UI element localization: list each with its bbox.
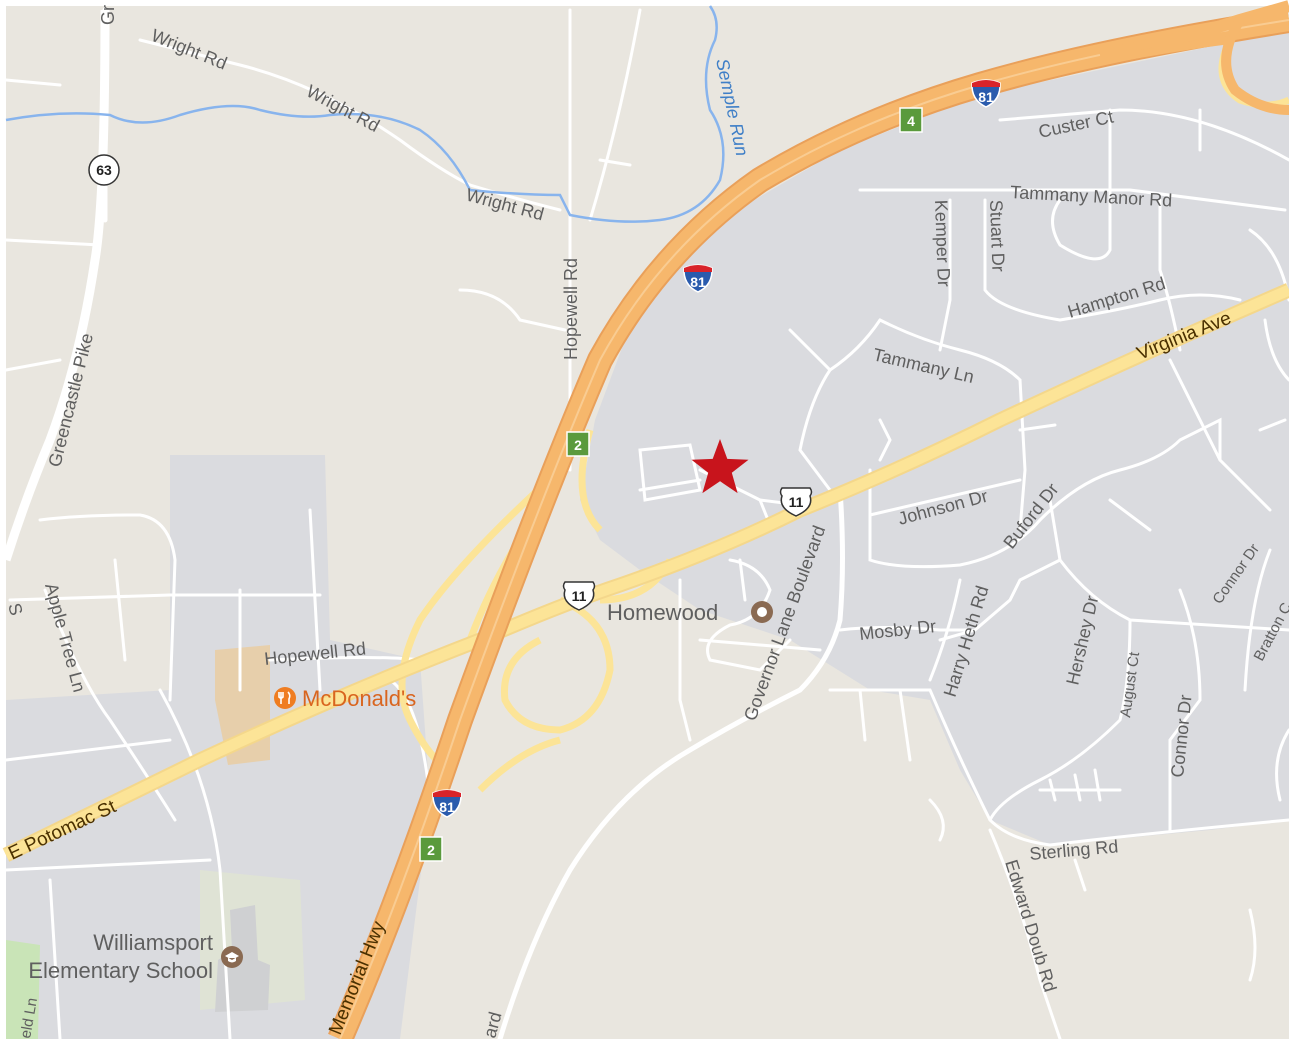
residential-area-east (580, 30, 1289, 845)
svg-text:4: 4 (907, 113, 915, 129)
poi-homewood[interactable]: Homewood (607, 600, 773, 625)
label-s: S (4, 601, 26, 618)
svg-text:81: 81 (978, 89, 994, 105)
svg-text:81: 81 (439, 799, 455, 815)
homewood-label: Homewood (607, 600, 718, 625)
star-icon (691, 439, 749, 494)
svg-text:2: 2 (427, 842, 435, 858)
virginia-ave-road-fill (3, 284, 1289, 860)
i81-shield-north: 81 (971, 79, 1001, 108)
school-label-line2: Elementary School (28, 958, 213, 983)
label-gr: Gr (98, 5, 118, 25)
mcdonalds-label: McDonald's (302, 686, 416, 711)
restaurant-icon (274, 687, 296, 709)
us11-shield-west: 11 (562, 581, 596, 611)
location-marker[interactable] (691, 439, 749, 494)
label-hopewell-rd-north: Hopewell Rd (561, 258, 581, 360)
label-stuart-dr: Stuart Dr (986, 199, 1009, 272)
us11-shield-east: 11 (779, 487, 813, 517)
place-icon (751, 601, 773, 623)
i81-highway (328, 0, 1289, 1039)
i81-shield-south: 81 (432, 789, 462, 818)
svg-text:81: 81 (690, 274, 706, 290)
minor-roads (4, 7, 1289, 1039)
park-area (6, 940, 40, 1039)
svg-text:2: 2 (574, 437, 582, 453)
label-eld-ln: eld Ln (17, 996, 41, 1039)
label-kemper-dr: Kemper Dr (931, 199, 954, 287)
exit-4-marker: 4 (899, 107, 923, 133)
i81-shield-mid: 81 (683, 264, 713, 293)
semple-run-stream (5, 5, 725, 223)
school-icon (221, 946, 243, 968)
poi-williamsport-school[interactable]: Williamsport Elementary School (28, 930, 243, 983)
svg-text:11: 11 (789, 494, 804, 510)
poi-mcdonalds[interactable]: McDonald's (274, 686, 416, 711)
route63-shield: 63 (88, 154, 120, 186)
exit-2-marker-south: 2 (419, 836, 443, 862)
exit-2-marker-north: 2 (566, 431, 590, 457)
svg-text:63: 63 (96, 162, 112, 178)
greencastle-pike-road (1, 9, 110, 562)
svg-text:11: 11 (572, 588, 587, 604)
school-label-line1: Williamsport (93, 930, 213, 955)
